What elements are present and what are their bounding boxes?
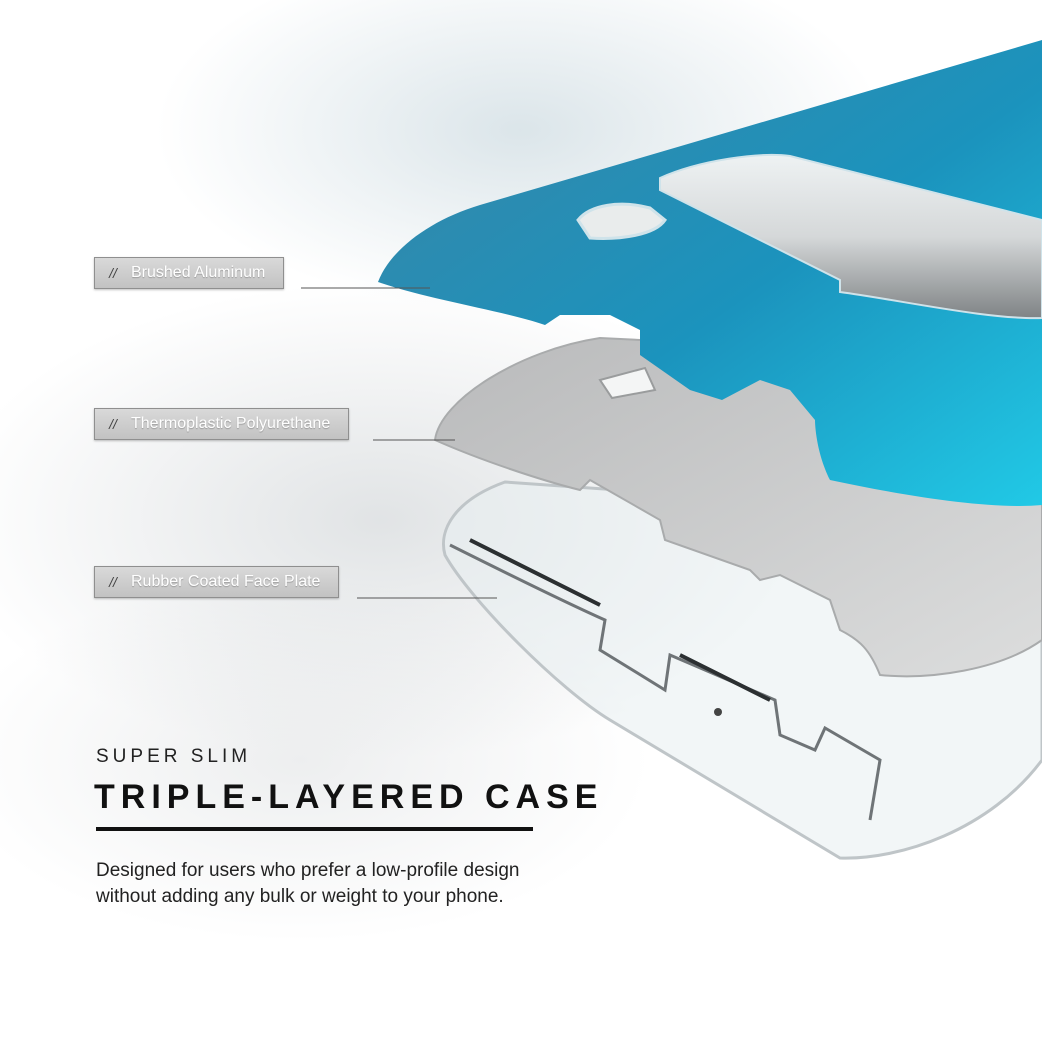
callout-brushed-aluminum: // Brushed Aluminum	[94, 257, 285, 289]
callout-slash: //	[109, 416, 117, 432]
callout-label: Rubber Coated Face Plate	[131, 573, 321, 590]
aluminum-layer	[378, 40, 1042, 506]
leader-lines	[301, 287, 497, 599]
callout-thermoplastic-polyurethane: // Thermoplastic Polyurethane	[94, 408, 350, 440]
product-description: Designed for users who prefer a low-prof…	[96, 860, 520, 907]
heading-underline	[96, 827, 533, 831]
callout-label: Brushed Aluminum	[131, 264, 266, 281]
callout-label: Thermoplastic Polyurethane	[131, 415, 331, 432]
callout-slash: //	[109, 265, 117, 281]
callout-slash: //	[109, 574, 117, 590]
heading-kicker: SUPER SLIM	[96, 746, 252, 767]
heading-title: TRIPLE-LAYERED CASE	[94, 778, 604, 816]
callout-rubber-coated-face-plate: // Rubber Coated Face Plate	[94, 566, 340, 598]
